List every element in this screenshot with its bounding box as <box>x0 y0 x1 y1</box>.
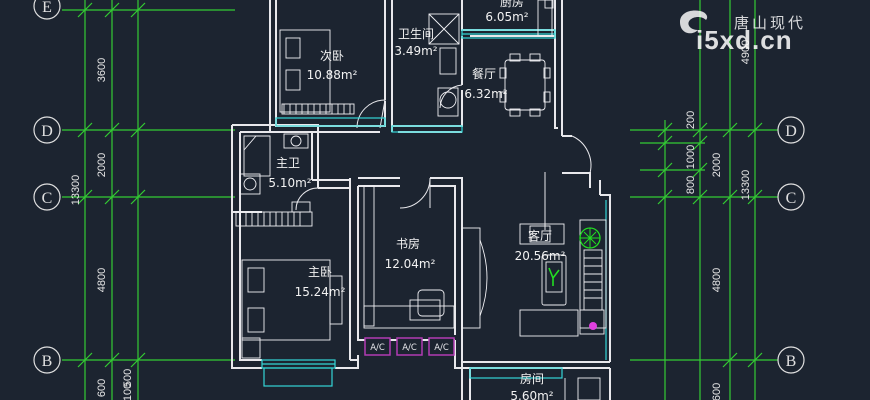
room-area-dining: 6.32m² <box>464 87 507 101</box>
dim-left-2000: 2000 <box>96 153 108 177</box>
dim-right-1000: 1000 <box>685 145 697 169</box>
room-area-master-bath: 5.10m² <box>268 176 311 190</box>
room-area-kitchen: 6.05m² <box>485 10 528 24</box>
room-area-living: 20.56m² <box>515 249 566 263</box>
dim-right-13300: 13300 <box>740 170 752 201</box>
furniture <box>235 0 607 400</box>
ac-unit-1 <box>364 337 391 356</box>
axis-bubble-d-left <box>33 116 61 144</box>
ac-unit-2 <box>396 337 423 356</box>
axis-bubble-c-right <box>777 183 805 211</box>
dim-left-600: 600 <box>96 379 108 397</box>
dim-left-3600: 3600 <box>96 58 108 82</box>
watermark-chinese: 唐山现代 <box>734 14 807 32</box>
room-name-second-bedroom: 次卧 <box>320 49 344 63</box>
axis-bubble-b-right <box>777 346 805 374</box>
room-name-living: 客厅 <box>528 228 552 243</box>
ac-label-3: A/C <box>434 343 449 353</box>
axis-label-b-left: B <box>42 353 53 370</box>
room-name-master-bedroom: 主卧 <box>308 265 332 279</box>
axis-label-c-left: C <box>42 190 53 207</box>
room-name-study: 书房 <box>396 236 420 251</box>
dim-right-800: 800 <box>685 176 697 194</box>
dim-right-200: 200 <box>685 111 697 129</box>
room-area-master-bedroom: 15.24m² <box>295 285 346 299</box>
watermark-logo-icon <box>680 10 708 34</box>
ac-label-2: A/C <box>402 343 417 353</box>
right-axis-system <box>630 0 778 400</box>
left-axis-bubbles <box>33 0 61 374</box>
room-area-bathroom: 3.49m² <box>394 44 437 58</box>
watermark-latin: i5xd.cn <box>696 25 793 55</box>
right-axis-bubbles <box>777 116 805 374</box>
dim-right-2000: 2000 <box>711 153 723 177</box>
room-name-master-bath: 主卫 <box>276 156 300 170</box>
axis-bubble-d-right <box>777 116 805 144</box>
dim-right-4800: 4800 <box>711 268 723 292</box>
left-axis-system <box>62 0 235 400</box>
plants <box>548 227 601 330</box>
dim-left-100: 100 <box>122 383 134 400</box>
watermark: 唐山现代 i5xd.cn <box>676 6 856 55</box>
dim-left-500: 500 <box>122 369 134 387</box>
room-area-room-bottom: 5.60m² <box>510 389 553 400</box>
dim-left-13300: 13300 <box>70 175 82 206</box>
room-name-room-bottom: 房间 <box>520 371 544 386</box>
dim-right-600: 600 <box>711 383 723 400</box>
plant-icon <box>589 322 597 330</box>
room-name-dining: 餐厅 <box>472 66 496 81</box>
axis-label-d-left: D <box>41 123 53 140</box>
axis-bubble-e-left <box>33 0 61 20</box>
room-area-second-bedroom: 10.88m² <box>307 68 358 82</box>
dim-left-4800: 4800 <box>96 268 108 292</box>
room-name-kitchen: 厨房 <box>500 0 524 9</box>
axis-label-d-right: D <box>785 123 797 140</box>
room-name-bathroom: 卫生间 <box>398 27 434 41</box>
room-area-study: 12.04m² <box>385 257 436 271</box>
axis-label-e-left: E <box>42 0 52 16</box>
ac-units <box>364 337 455 356</box>
ac-label-1: A/C <box>370 343 385 353</box>
dim-right-4900: 4900 <box>740 40 752 64</box>
axis-bubble-b-left <box>33 346 61 374</box>
axis-label-c-right: C <box>786 190 797 207</box>
plant-icon <box>548 267 560 286</box>
axis-bubble-c-left <box>33 183 61 211</box>
axis-label-b-right: B <box>786 353 797 370</box>
ac-unit-3 <box>428 337 455 356</box>
